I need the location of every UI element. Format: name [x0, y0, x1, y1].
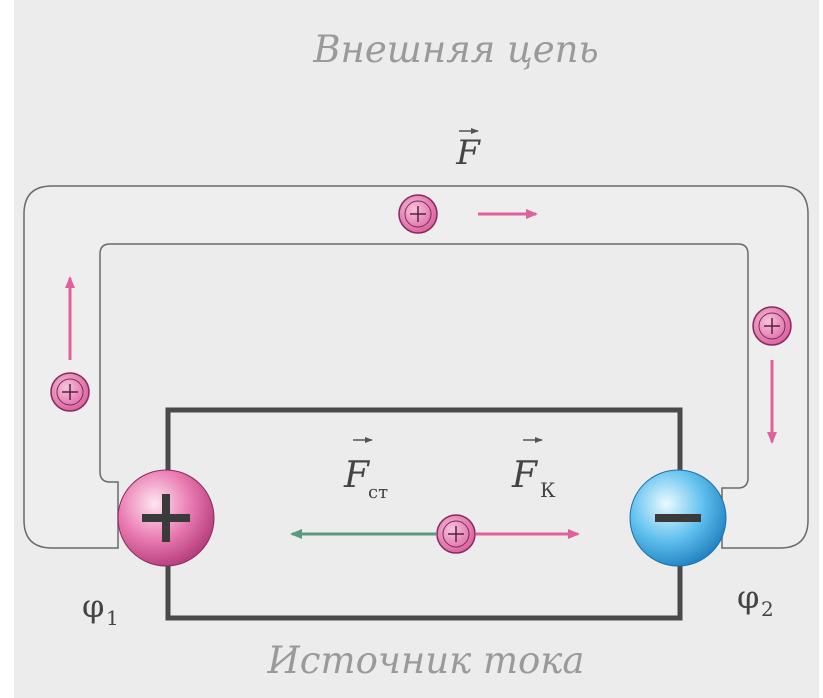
current-source-title: Источник тока — [267, 639, 585, 682]
phi2-label: φ 2 — [737, 578, 774, 621]
force-k-label: F К — [511, 437, 556, 502]
phi1-letter: φ — [82, 587, 104, 625]
phi2-sub: 2 — [761, 597, 774, 621]
force-st-sub: ст — [368, 482, 388, 503]
external-wire — [23, 185, 809, 549]
force-st-label: F ст — [343, 437, 388, 503]
charge-source — [436, 514, 476, 554]
positive-terminal — [117, 469, 215, 567]
force-letter-top: F — [455, 133, 481, 173]
negative-terminal — [629, 469, 727, 567]
diagram-panel — [14, 0, 819, 698]
charge-top — [398, 194, 438, 234]
phi2-letter: φ — [737, 578, 759, 616]
charge-left — [50, 372, 90, 412]
force-st-letter: F — [343, 455, 371, 496]
current-source-frame — [165, 407, 683, 621]
force-k-sub: К — [540, 478, 556, 502]
external-circuit-title: Внешняя цепь — [312, 28, 598, 71]
force-label-top: F — [455, 128, 481, 173]
phi1-label: φ 1 — [82, 587, 119, 630]
force-k-letter: F — [511, 455, 539, 496]
charge-right — [752, 306, 792, 346]
phi1-sub: 1 — [106, 606, 119, 630]
